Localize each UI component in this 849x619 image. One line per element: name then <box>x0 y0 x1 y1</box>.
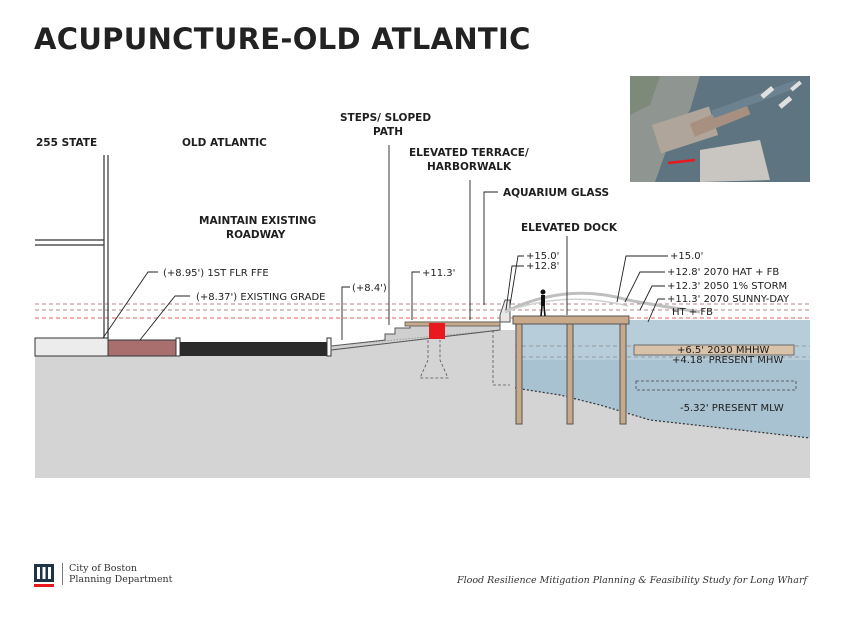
mlw-band <box>635 380 797 391</box>
curb-2 <box>326 337 332 357</box>
footer-organization: City of Boston Planning Department <box>62 563 173 585</box>
elev-grade: (+8.37') EXISTING GRADE <box>196 292 325 303</box>
org-line-2: Planning Department <box>69 574 173 585</box>
foundation-dashed <box>419 340 449 379</box>
label-terrace-1: ELEVATED TERRACE/ <box>409 147 529 159</box>
org-line-1: City of Boston <box>69 563 137 574</box>
wall-dashed <box>492 330 510 386</box>
steps-hatch <box>330 329 501 347</box>
label-maintain-1: MAINTAIN EXISTING <box>199 215 316 227</box>
building-slab <box>34 337 109 357</box>
ground-section <box>35 330 810 478</box>
elev-storm: +12.3' 2050 1% STORM <box>667 281 787 292</box>
elev-15-a: +15.0' <box>526 251 559 262</box>
terrace-surface <box>404 321 501 327</box>
label-aquarium: AQUARIUM GLASS <box>503 187 609 199</box>
red-marker-box <box>429 323 445 339</box>
elev-12-8-a: +12.8' <box>526 261 559 272</box>
aerial-map-inset <box>630 76 810 182</box>
mhhw-band <box>633 344 795 356</box>
elev-mlw: -5.32' PRESENT MLW <box>680 403 784 414</box>
elev-ffe: (+8.95') 1ST FLR FFE <box>163 268 269 279</box>
label-maintain-2: ROADWAY <box>226 229 286 241</box>
elev-mhhw: +6.5' 2030 MHHW <box>677 345 770 356</box>
curb <box>175 337 181 357</box>
bridge-arch <box>504 291 701 314</box>
water-lower <box>515 360 810 438</box>
sidewalk-brick <box>107 339 177 357</box>
label-old-atlantic: OLD ATLANTIC <box>182 137 267 149</box>
label-255-state: 255 STATE <box>36 137 97 149</box>
footer-study-title: Flood Resilience Mitigation Planning & F… <box>456 575 807 586</box>
page-title: ACUPUNCTURE-OLD ATLANTIC <box>34 22 531 56</box>
elev-15-b: +15.0' <box>670 251 703 262</box>
dock-pile-1 <box>515 323 523 425</box>
label-steps-1: STEPS/ SLOPED <box>340 112 431 124</box>
person-silhouette <box>540 289 546 317</box>
elev-11-3: +11.3' <box>422 268 455 279</box>
dock-pile-2 <box>566 323 574 425</box>
elev-8-4: (+8.4') <box>352 283 387 294</box>
label-steps-2: PATH <box>373 126 403 138</box>
building-logo-icon <box>34 564 54 587</box>
leader-lines <box>102 145 668 341</box>
elev-sunny-2: HT + FB <box>672 307 713 318</box>
roadway-asphalt <box>180 342 328 356</box>
dock-deck <box>512 315 630 325</box>
elev-mhw: +4.18' PRESENT MHW <box>672 355 783 366</box>
elev-sunny: +11.3' 2070 SUNNY-DAY <box>667 294 790 305</box>
label-terrace-2: HARBORWALK <box>427 161 512 173</box>
boston-logo <box>34 560 54 588</box>
dock-pile-3 <box>619 323 627 425</box>
label-dock: ELEVATED DOCK <box>521 222 618 234</box>
elev-hat: +12.8' 2070 HAT + FB <box>667 267 779 278</box>
bridge-arch-2 <box>504 298 629 313</box>
